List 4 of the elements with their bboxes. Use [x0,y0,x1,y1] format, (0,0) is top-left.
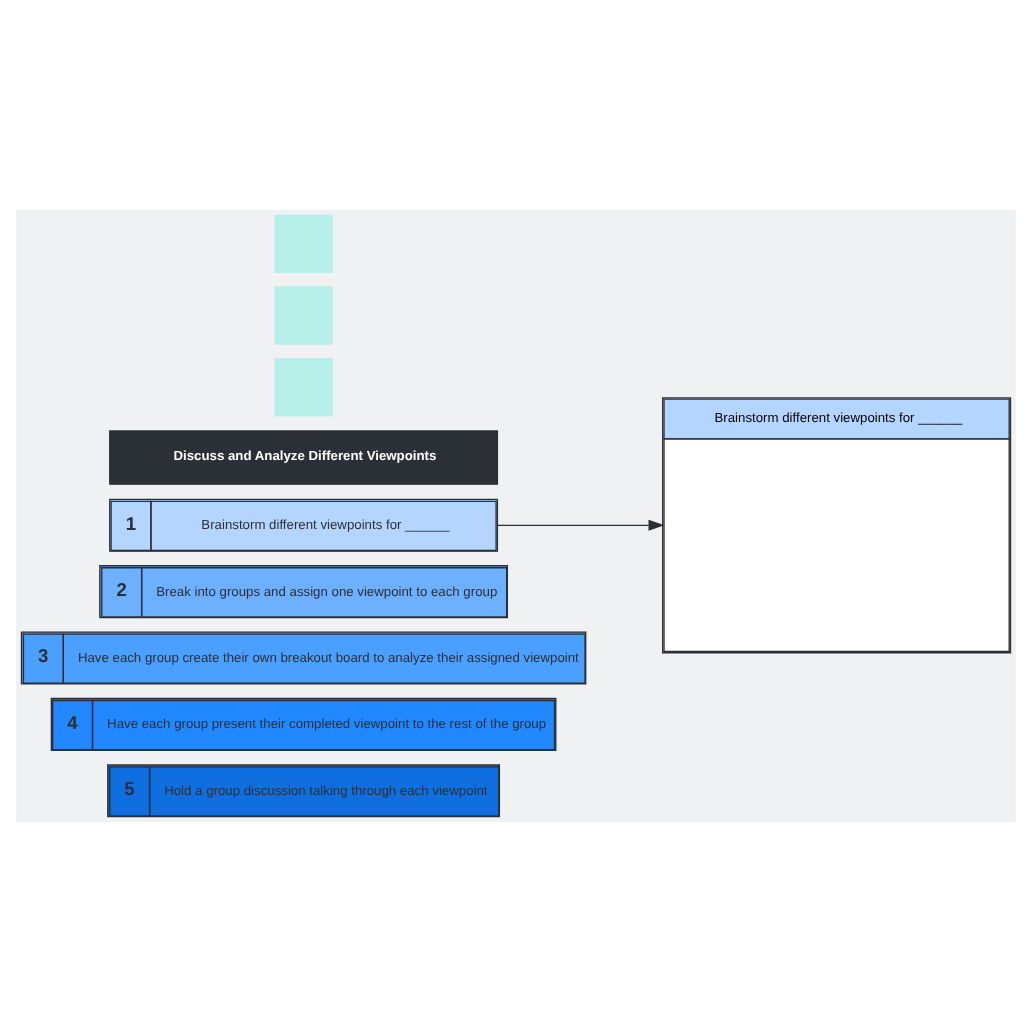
node-box [274,286,333,345]
arrow [496,519,665,531]
node-box [274,214,333,274]
node-box [274,358,333,417]
